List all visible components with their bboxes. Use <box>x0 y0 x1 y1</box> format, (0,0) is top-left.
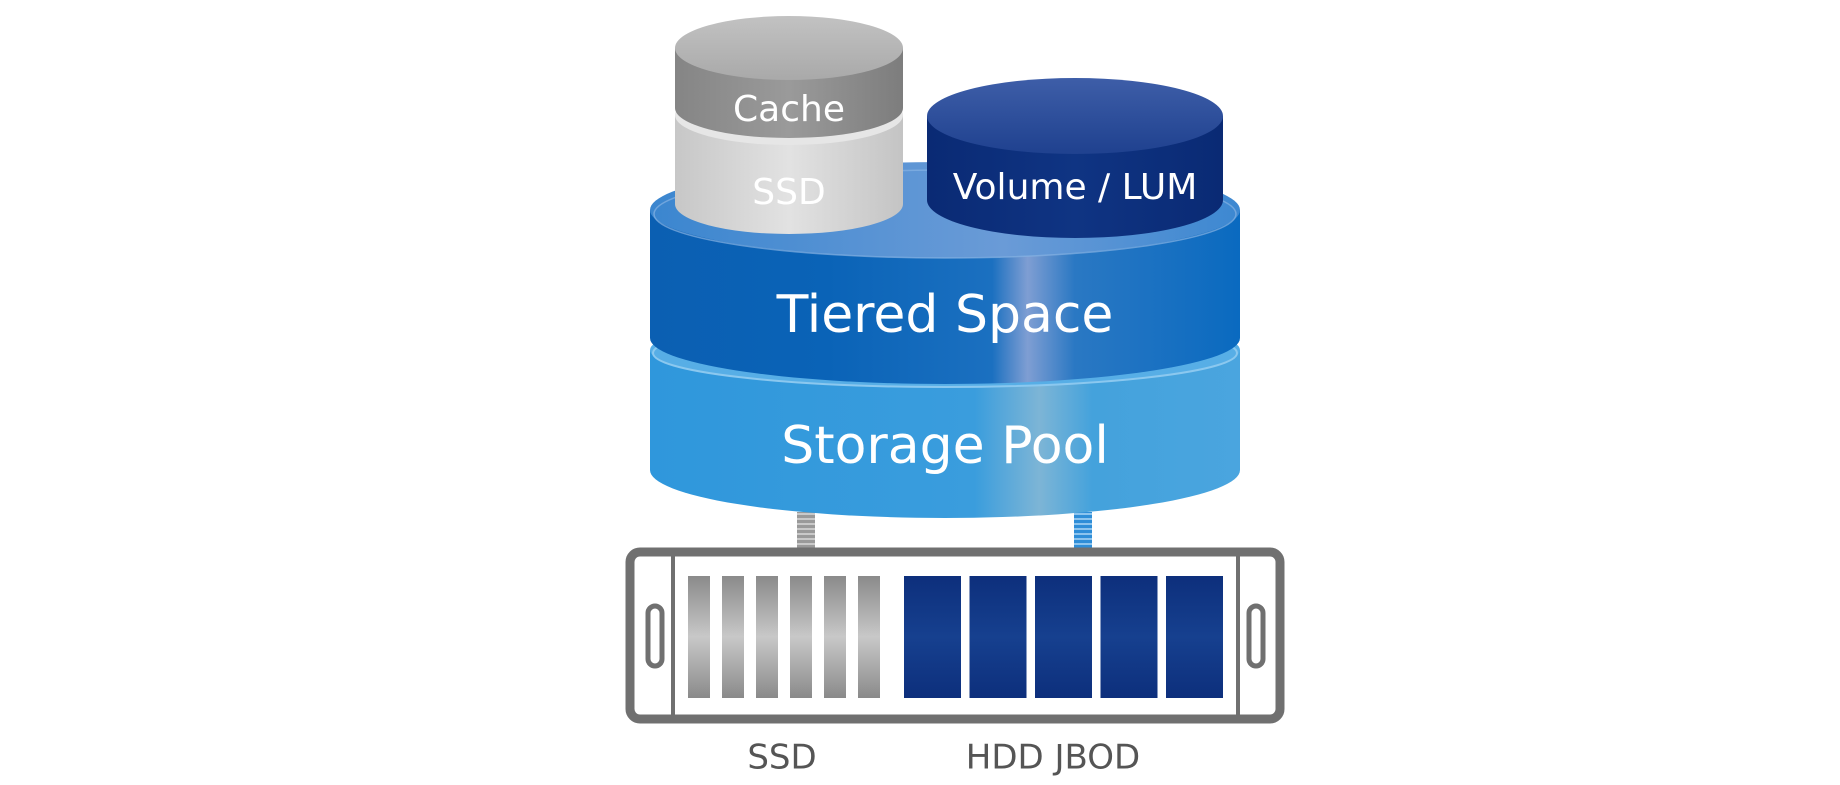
ssd-drive-bay <box>824 576 846 698</box>
hdd-drive-bay <box>1166 576 1223 698</box>
hdd-drive-bay <box>969 576 1027 698</box>
volume-lum-cylinder: Volume / LUM <box>927 78 1223 238</box>
hdd-cable <box>1074 512 1092 552</box>
volume-lum-label: Volume / LUM <box>953 167 1198 208</box>
ssd-drive-bay <box>756 576 778 698</box>
enclosure-left-handle <box>645 603 665 669</box>
ssd-drives-label: SSD <box>747 738 816 778</box>
cache-cylinder: Cache <box>675 16 903 138</box>
ssd-stack-label: SSD <box>752 172 825 213</box>
ssd-drive-bay <box>790 576 812 698</box>
enclosure-right-handle <box>1246 603 1266 669</box>
ssd-drive-bay <box>722 576 744 698</box>
hdd-jbod-label: HDD JBOD <box>966 738 1140 778</box>
hdd-drive-bay <box>904 576 961 698</box>
hdd-drive-bay <box>1035 576 1092 698</box>
ssd-drive-bays <box>688 576 880 698</box>
ssd-drive-bay <box>858 576 880 698</box>
hdd-drive-bays <box>904 576 1223 698</box>
tiered-space-label: Tiered Space <box>776 285 1114 345</box>
cache-label: Cache <box>733 89 845 130</box>
ssd-drive-bay <box>688 576 710 698</box>
ssd-cable <box>797 512 815 552</box>
drive-enclosure <box>625 547 1285 724</box>
hdd-drive-bay <box>1100 576 1158 698</box>
storage-pool-label: Storage Pool <box>781 416 1109 476</box>
